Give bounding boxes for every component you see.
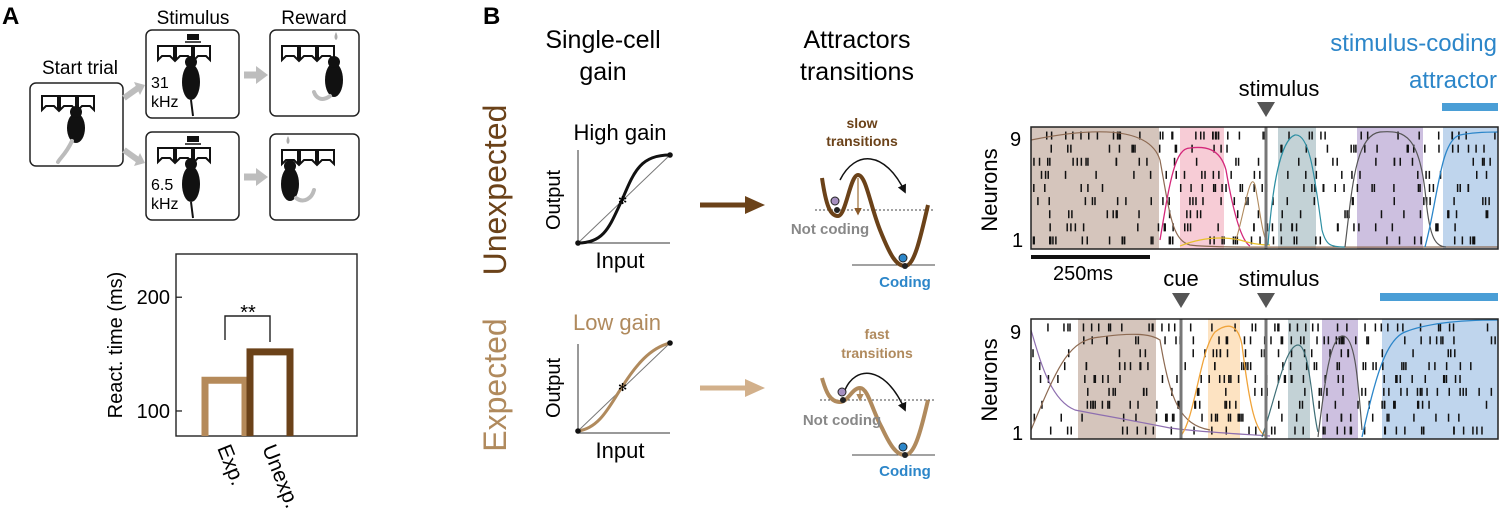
energy-landscape-fast: fast transitions Not coding Coding [803,326,935,480]
panel-a-letter: A [2,3,19,30]
freq-high-unit: kHz [151,94,179,111]
y-tick-label: 200 [137,287,170,309]
attractor-label-1: stimulus-coding [1330,30,1497,57]
stimulus-label: Stimulus [157,8,230,29]
neurons-label-bottom: Neurons [977,338,1002,421]
low-gain-plot: Low gain ✻ Output Input [543,310,673,463]
chart-annotation: ** [240,302,256,324]
raster-unexpected [1030,126,1499,250]
chart-ylabel: React. time (ms) [105,272,127,419]
y-tick-label: 100 [137,401,170,423]
bar-exp [201,376,249,436]
midpoint-marker-low: ✻ [618,382,627,394]
attractor-bar-bottom [1380,293,1498,301]
slow-label-1: slow [846,115,877,131]
neurons-label-top: Neurons [977,148,1002,231]
high-gain-plot: High gain ✻ Output Input [543,120,673,273]
reward-label: Reward [281,8,346,29]
stimulus-label-top: stimulus [1239,76,1320,101]
coding-label-top: Coding [879,274,931,291]
water-drop-icon [334,32,338,40]
start-trial-label: Start trial [42,58,118,79]
neurons-top-max: 9 [1010,129,1021,151]
freq-low-unit: kHz [151,196,179,213]
not-coding-label-top: Not coding [791,221,869,238]
spikes-bottom [1032,323,1496,435]
spikes-top [1032,131,1496,245]
attractor-label-2: attractor [1409,67,1497,94]
ports-icon [41,95,95,113]
cue-label: cue [1163,266,1198,291]
axis-input-low: Input [596,438,645,463]
scale-bar-label: 250ms [1053,263,1113,285]
col-attr-title-1: Attractors [804,26,911,54]
coding-label-bottom: Coding [879,463,931,480]
freq-high-value: 31 [151,75,169,92]
midpoint-marker: ✻ [618,195,627,207]
mouse-icon [56,106,85,164]
neurons-bottom-min: 1 [1012,423,1023,445]
start-trial-box [29,82,124,167]
reward-box-low [269,133,360,221]
bar-unexp [246,348,294,436]
row-label-unexpected: Unexpected [477,105,513,276]
cue-marker [1172,293,1190,308]
slow-label-2: transitions [826,133,898,149]
fast-label-2: transitions [841,345,913,361]
axis-input-high: Input [596,248,645,273]
chart-frame [175,253,358,437]
arrow-to-stimulus-bottom [122,147,140,163]
stimulus-marker-bottom [1257,293,1275,308]
panel-b-letter: B [483,3,500,30]
speaker-icon [185,34,201,43]
stimulus-box-low: 6.5 kHz [145,131,240,221]
arrow-unexpected [700,196,765,214]
arrow-to-stimulus-top [122,85,140,101]
row-label-expected: Expected [477,318,513,451]
energy-landscape-slow: slow transitions Not coding Coding [791,115,935,291]
stimulus-label-bottom: stimulus [1239,266,1320,291]
raster-expected [1030,318,1499,440]
axis-output-high: Output [543,170,565,230]
high-gain-label: High gain [574,120,667,145]
freq-low-value: 6.5 [151,177,173,194]
stimulus-marker-top [1257,102,1275,117]
attractor-bar-top [1442,103,1498,111]
neurons-top-min: 1 [1012,230,1023,252]
fast-label-1: fast [865,326,890,342]
significance-bracket [224,315,271,342]
col-gain-title-1: Single-cell [545,26,660,54]
x-tick-label: Exp. [212,441,249,489]
x-tick-label: Unexp. [257,441,303,511]
axis-output-low: Output [543,358,565,418]
col-attr-title-2: transitions [800,58,914,86]
not-coding-label-bottom: Not coding [803,412,881,429]
col-gain-title-2: gain [579,58,626,86]
low-gain-label: Low gain [573,310,661,335]
reward-box-high [269,29,360,117]
neurons-bottom-max: 9 [1010,322,1021,344]
stimulus-box-high: 31 kHz [145,29,240,119]
arrow-expected [700,379,765,397]
